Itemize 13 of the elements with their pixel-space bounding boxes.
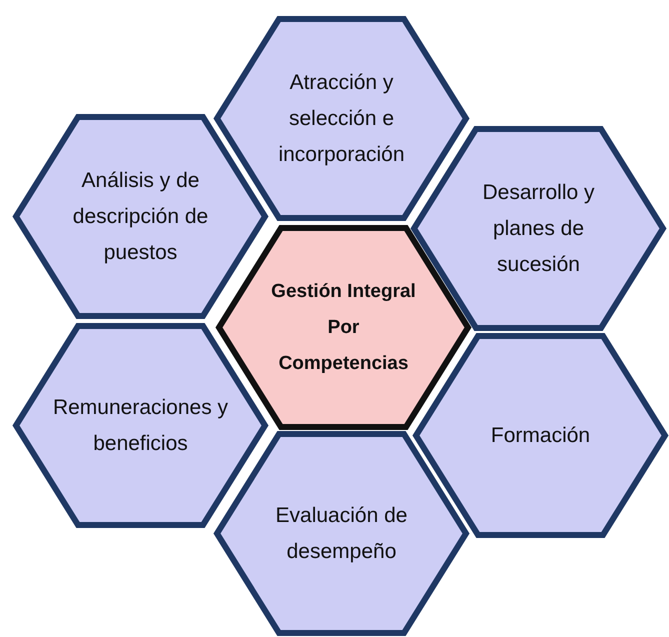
hexagon [213,430,470,637]
hexagon-label: Atracción y selección e incorporación [277,70,406,168]
hexagon [412,332,669,539]
hexagon-label: Gestión Integral Por Competencias [270,280,417,376]
hexagon [213,15,470,222]
hexagon [215,224,472,431]
hexagon-label: Desarrollo y planes de sucesión [481,180,596,278]
hexagon-label: Análisis y de descripción de puestos [72,168,210,266]
hexagon-label: Evaluación de desempeño [274,502,408,564]
hexagon [12,113,269,320]
hexagon-label: Remuneraciones y beneficios [52,394,230,456]
hexagon-label: Formación [490,422,592,448]
hexagon [12,322,269,529]
